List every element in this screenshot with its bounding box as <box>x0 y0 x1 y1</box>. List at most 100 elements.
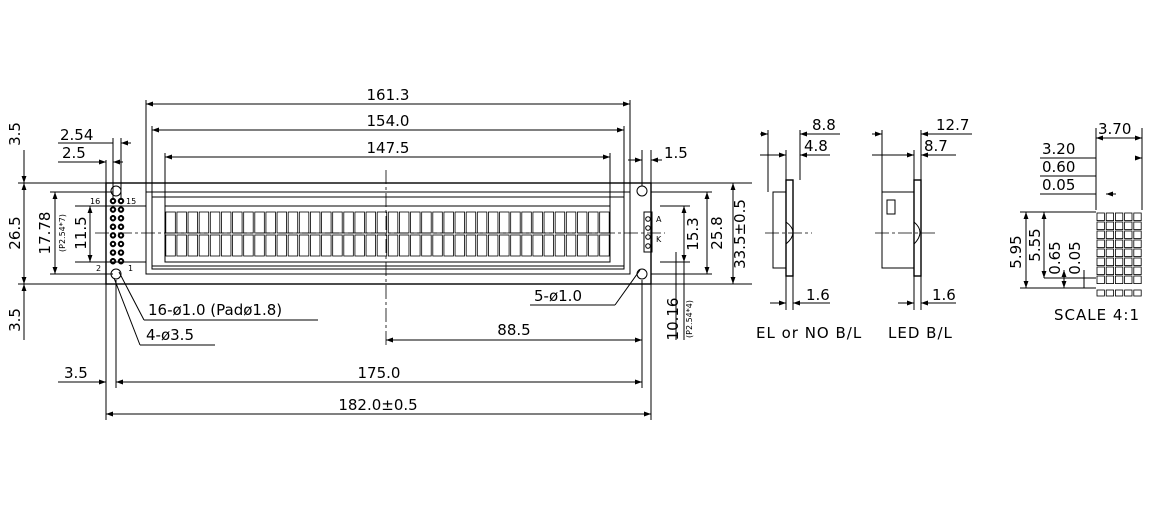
pin-15-label: 15 <box>126 197 136 206</box>
connector-pin-pads <box>109 197 125 265</box>
dim-161-3: 161.3 <box>367 86 410 104</box>
matrix-dot <box>1115 212 1124 221</box>
character-cell <box>565 211 577 234</box>
character-matrix-detail: 3.70 3.20 0.60 0.05 5.95 5.55 0.65 0.05 … <box>1007 120 1143 324</box>
character-cell <box>209 211 221 234</box>
matrix-dot <box>1133 239 1142 248</box>
cursor-dot <box>1133 289 1142 297</box>
active-area <box>164 205 611 263</box>
character-cell <box>543 211 554 234</box>
character-cell <box>543 234 554 257</box>
character-cell <box>432 234 443 257</box>
dim-2-54: 2.54 <box>60 126 93 144</box>
matrix-dot <box>1124 275 1133 284</box>
character-cell <box>443 234 454 257</box>
character-cell <box>510 211 521 234</box>
matrix-dot <box>1115 221 1124 230</box>
dim-3-5-top: 3.5 <box>6 122 24 146</box>
matrix-dot <box>1124 212 1133 221</box>
character-cell <box>365 234 376 257</box>
character-cell <box>298 211 310 234</box>
character-cell <box>321 211 332 234</box>
character-cell <box>599 211 610 234</box>
matrix-dot <box>1133 266 1142 275</box>
cursor-dot <box>1105 289 1114 297</box>
el-dim-1-6: 1.6 <box>806 286 830 304</box>
cursor-dot <box>1096 289 1105 297</box>
character-cell <box>410 211 421 234</box>
character-cell <box>254 211 265 234</box>
character-cell <box>343 211 354 234</box>
mounting-hole-top-right <box>636 185 648 197</box>
character-cell <box>443 211 454 234</box>
matrix-dot <box>1115 266 1124 275</box>
character-cell <box>510 234 521 257</box>
character-cell <box>343 234 354 257</box>
side-view-led: 12.7 8.7 1.6 LED B/L <box>872 116 972 342</box>
character-cell <box>454 211 465 234</box>
dim-10-16: 10.16 <box>664 298 682 341</box>
matrix-dot <box>1133 212 1142 221</box>
matrix-dim-5-55: 5.55 <box>1026 228 1044 261</box>
character-cell <box>465 234 477 257</box>
matrix-dim-3-20: 3.20 <box>1042 140 1075 158</box>
dim-182-0: 182.0±0.5 <box>338 396 417 414</box>
matrix-dot <box>1105 275 1114 284</box>
matrix-dot <box>1096 212 1105 221</box>
matrix-dot <box>1115 239 1124 248</box>
matrix-dot <box>1124 266 1133 275</box>
character-cell <box>265 211 276 234</box>
matrix-dot <box>1133 257 1142 266</box>
character-cell <box>499 234 510 257</box>
matrix-dot <box>1124 239 1133 248</box>
character-cell <box>354 234 365 257</box>
dim-2-5: 2.5 <box>62 144 86 162</box>
matrix-dim-3-70: 3.70 <box>1098 120 1131 138</box>
matrix-dot <box>1105 266 1114 275</box>
character-cell <box>532 234 543 257</box>
matrix-dot <box>1105 221 1114 230</box>
character-cell <box>276 211 287 234</box>
matrix-dot <box>1115 275 1124 284</box>
character-cell <box>499 211 510 234</box>
character-cell <box>554 234 566 257</box>
matrix-dot <box>1096 230 1105 239</box>
character-cell <box>187 234 198 257</box>
matrix-dot <box>1096 239 1105 248</box>
character-cell <box>332 234 343 257</box>
pin-2-label: 2 <box>96 264 101 273</box>
character-cell <box>465 211 477 234</box>
character-cell <box>310 211 321 234</box>
dim-154-0: 154.0 <box>367 112 410 130</box>
character-cell <box>421 211 432 234</box>
matrix-dim-0-65: 0.65 <box>1046 241 1064 274</box>
character-cell <box>399 211 410 234</box>
pin-1-label: 1 <box>128 264 133 273</box>
character-cell <box>532 211 543 234</box>
dim-15-3: 15.3 <box>684 217 702 250</box>
matrix-dim-0-05-top: 0.05 <box>1042 176 1075 194</box>
character-cell <box>276 234 287 257</box>
character-cell <box>287 211 299 234</box>
holes-16-label: 16-ø1.0 (Padø1.8) <box>148 301 282 319</box>
matrix-dot <box>1105 257 1114 266</box>
dim-33-5: 33.5±0.5 <box>731 199 749 269</box>
dim-26-5: 26.5 <box>6 216 24 249</box>
matrix-dot <box>1115 257 1124 266</box>
matrix-dot <box>1124 230 1133 239</box>
dim-25-8: 25.8 <box>708 216 726 249</box>
character-cell <box>165 211 176 234</box>
character-cell <box>165 234 176 257</box>
character-cell <box>243 211 254 234</box>
matrix-dot <box>1096 221 1105 230</box>
matrix-dot <box>1115 248 1124 257</box>
pin-a-label: A <box>656 215 662 224</box>
matrix-dot <box>1105 248 1114 257</box>
character-cell <box>476 211 488 234</box>
character-cell <box>488 234 499 257</box>
dim-17-78: 17.78 <box>36 212 54 255</box>
dim-147-5: 147.5 <box>367 139 410 157</box>
character-cell <box>176 234 187 257</box>
character-cell <box>321 234 332 257</box>
